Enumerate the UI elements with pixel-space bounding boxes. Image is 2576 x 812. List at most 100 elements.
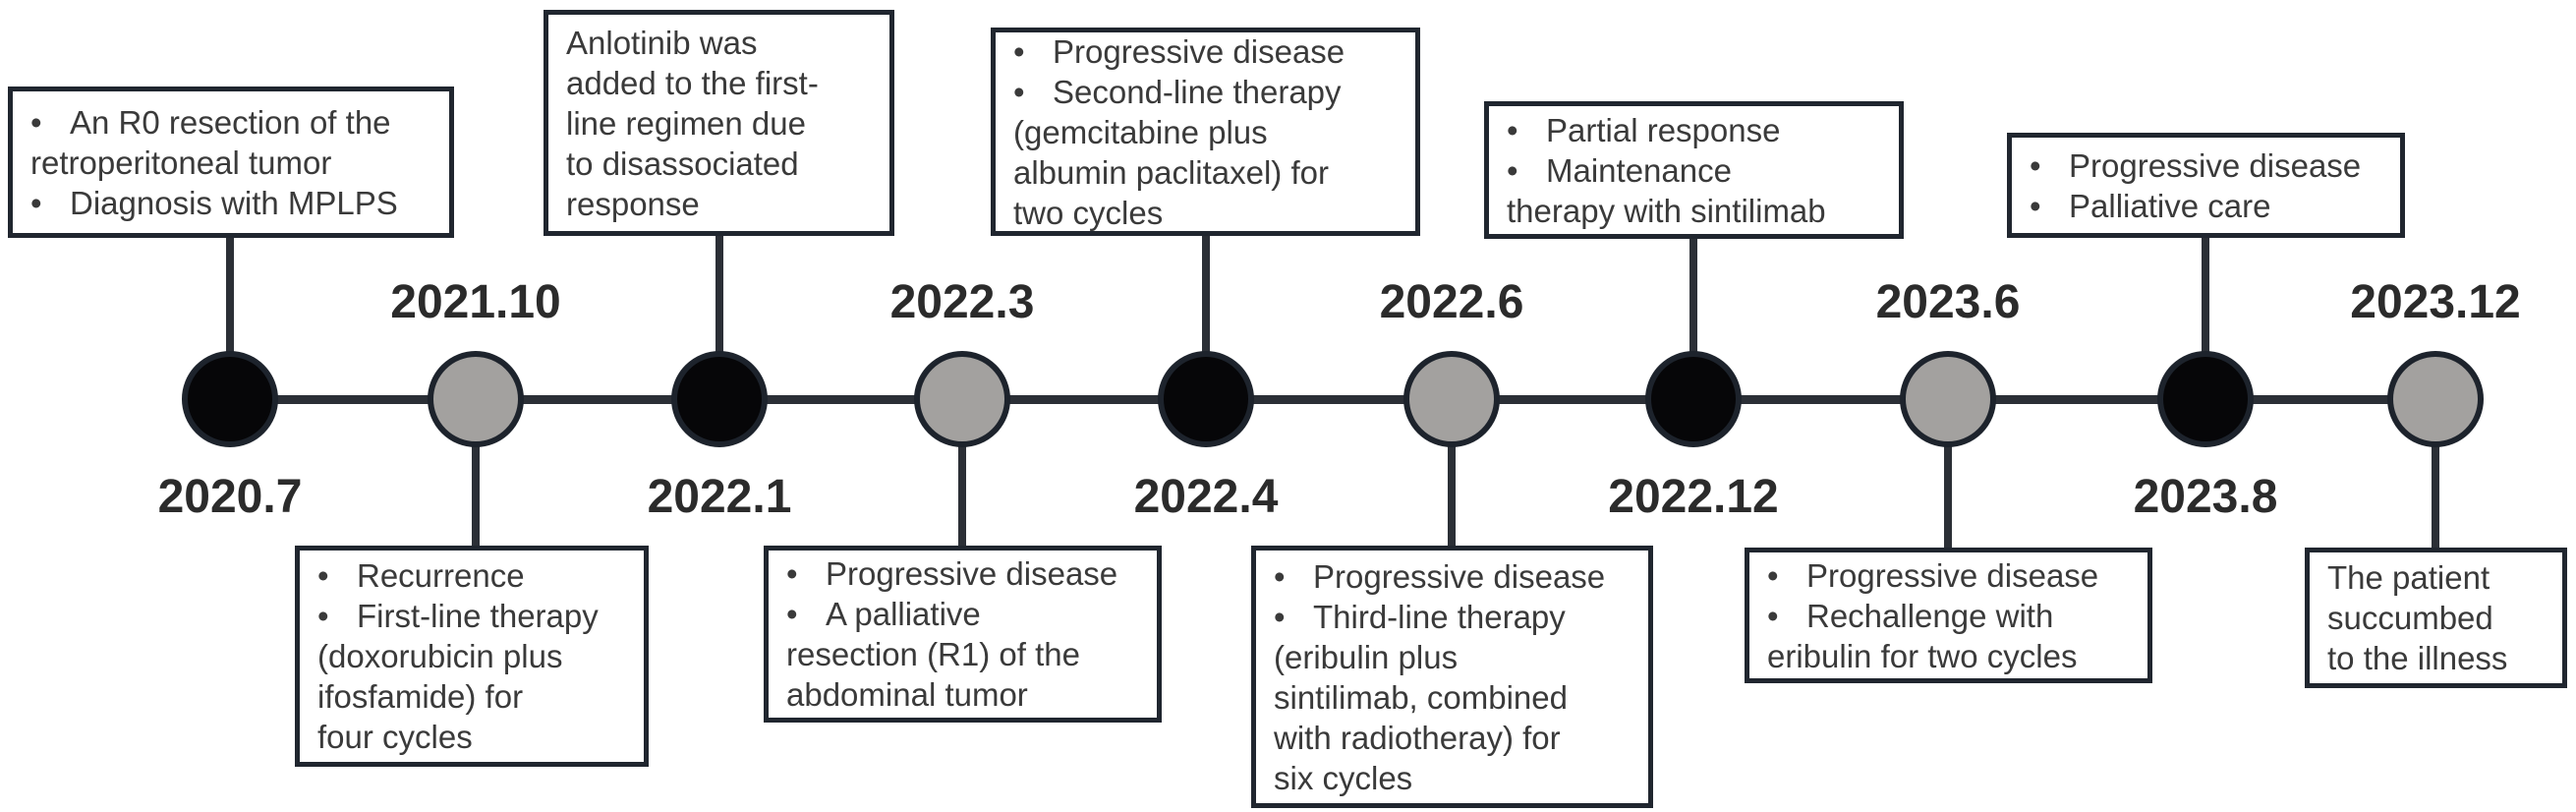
event-connector-line bbox=[1689, 235, 1697, 399]
event-text: retroperitoneal tumor bbox=[30, 144, 332, 181]
event-text: albumin paclitaxel) for bbox=[1013, 153, 1329, 191]
event-connector-line bbox=[1448, 399, 1456, 550]
event-text: (eribulin plus bbox=[1274, 638, 1459, 675]
event-text: Progressive disease bbox=[1313, 557, 1606, 595]
timeline-node-gray bbox=[1403, 351, 1500, 447]
event-text-line: • Progressive disease bbox=[786, 553, 1139, 594]
event-text: The patient bbox=[2327, 559, 2490, 596]
event-text: six cycles bbox=[1274, 759, 1413, 796]
event-text-line: to disassociated bbox=[566, 144, 872, 184]
event-text-line: •Diagnosis with MPLPS bbox=[30, 183, 431, 223]
bullet-icon: • bbox=[1274, 598, 1286, 635]
event-text: to the illness bbox=[2327, 640, 2508, 676]
event-text-line: • Rechallenge with bbox=[1767, 596, 2130, 636]
event-text: Recurrence bbox=[357, 557, 525, 594]
bullet-icon: • bbox=[1507, 151, 1518, 189]
timeline-node-gray bbox=[914, 351, 1010, 447]
event-text: (gemcitabine plus bbox=[1013, 113, 1268, 150]
event-connector-line bbox=[2202, 234, 2209, 399]
event-text-line: • Recurrence bbox=[317, 555, 626, 596]
timeline-node-black bbox=[1645, 351, 1742, 447]
event-connector-line bbox=[1202, 232, 1210, 399]
event-text-line: • Progressive disease bbox=[1013, 31, 1398, 72]
event-text: sintilimab, combined bbox=[1274, 678, 1568, 716]
date-label: 2023.8 bbox=[2133, 471, 2278, 523]
event-text: Progressive disease bbox=[1806, 556, 2099, 594]
event-connector-line bbox=[2432, 399, 2439, 551]
event-text-line: Anlotinib was bbox=[566, 23, 872, 63]
event-text-line: (eribulin plus bbox=[1274, 637, 1631, 677]
bullet-icon: • bbox=[1767, 597, 1779, 634]
event-connector-line bbox=[472, 399, 480, 550]
event-text-line: resection (R1) of the bbox=[786, 634, 1139, 674]
event-annotation-box: • Progressive disease•Third-line therapy(… bbox=[1251, 546, 1653, 808]
event-text-line: therapy with sintilimab bbox=[1507, 191, 1881, 231]
event-text: Maintenance bbox=[1546, 151, 1732, 189]
timeline-node-black bbox=[182, 351, 278, 447]
event-text-line: four cycles bbox=[317, 717, 626, 757]
date-label: 2021.10 bbox=[390, 276, 561, 328]
event-text: added to the first- bbox=[566, 64, 819, 101]
bullet-icon: • bbox=[1507, 111, 1518, 148]
event-text: two cycles bbox=[1013, 194, 1164, 231]
event-text-line: • A palliative bbox=[786, 594, 1139, 634]
event-text-line: with radiotheray) for bbox=[1274, 718, 1631, 758]
event-text: First-line therapy bbox=[357, 598, 599, 634]
event-text-line: to the illness bbox=[2327, 638, 2545, 678]
event-text-line: • First-line therapy bbox=[317, 596, 626, 636]
event-text-line: abdominal tumor bbox=[786, 674, 1139, 715]
event-text-line: • Progressive disease bbox=[1767, 555, 2130, 596]
event-text-line: line regimen due bbox=[566, 103, 872, 144]
event-text: Anlotinib was bbox=[566, 24, 758, 61]
event-text: Progressive disease bbox=[1053, 32, 1345, 70]
event-text-line: sintilimab, combined bbox=[1274, 677, 1631, 718]
bullet-icon: • bbox=[317, 557, 329, 594]
event-text-line: •Second-line therapy bbox=[1013, 72, 1398, 112]
timeline-node-gray bbox=[428, 351, 524, 447]
event-text-line: ifosfamide) for bbox=[317, 676, 626, 717]
event-text: with radiotheray) for bbox=[1274, 719, 1561, 756]
event-text: Rechallenge with bbox=[1806, 597, 2054, 634]
event-text-line: retroperitoneal tumor bbox=[30, 143, 431, 183]
date-label: 2023.6 bbox=[1875, 276, 2021, 328]
bullet-icon: • bbox=[1274, 557, 1286, 595]
date-label: 2023.12 bbox=[2350, 276, 2521, 328]
bullet-icon: • bbox=[786, 596, 798, 632]
event-connector-line bbox=[958, 399, 966, 550]
event-text: Palliative care bbox=[2069, 187, 2271, 224]
date-label: 2022.4 bbox=[1133, 471, 1279, 523]
bullet-icon: • bbox=[30, 184, 42, 221]
bullet-icon: • bbox=[317, 598, 329, 634]
event-connector-line bbox=[1944, 399, 1952, 551]
event-text-line: six cycles bbox=[1274, 758, 1631, 798]
event-text: A palliative bbox=[826, 596, 981, 632]
bullet-icon: • bbox=[2030, 146, 2041, 184]
event-text: Second-line therapy bbox=[1053, 73, 1342, 110]
event-text-line: two cycles bbox=[1013, 193, 1398, 233]
bullet-icon: • bbox=[1767, 556, 1779, 594]
bullet-icon: • bbox=[786, 555, 798, 592]
event-text: Partial response bbox=[1546, 111, 1781, 148]
event-text: Progressive disease bbox=[826, 555, 1118, 592]
event-annotation-box: •Progressive disease•Palliative care bbox=[2007, 133, 2405, 238]
event-text-line: albumin paclitaxel) for bbox=[1013, 152, 1398, 193]
bullet-icon: • bbox=[1013, 32, 1025, 70]
event-annotation-box: • Progressive disease•Second-line therapy… bbox=[991, 28, 1420, 236]
event-connector-line bbox=[716, 232, 723, 399]
event-text-line: The patient bbox=[2327, 557, 2545, 598]
timeline-node-gray bbox=[1900, 351, 1996, 447]
event-text-line: •Third-line therapy bbox=[1274, 597, 1631, 637]
event-text: eribulin for two cycles bbox=[1767, 637, 2078, 674]
event-annotation-box: •Recurrence•First-line therapy(doxorubic… bbox=[295, 546, 649, 767]
event-text-line: • Maintenance bbox=[1507, 150, 1881, 191]
timeline-node-black bbox=[671, 351, 768, 447]
event-text-line: response bbox=[566, 184, 872, 224]
event-text: therapy with sintilimab bbox=[1507, 192, 1826, 229]
event-text-line: • Partial response bbox=[1507, 110, 1881, 150]
event-text-line: eribulin for two cycles bbox=[1767, 636, 2130, 676]
